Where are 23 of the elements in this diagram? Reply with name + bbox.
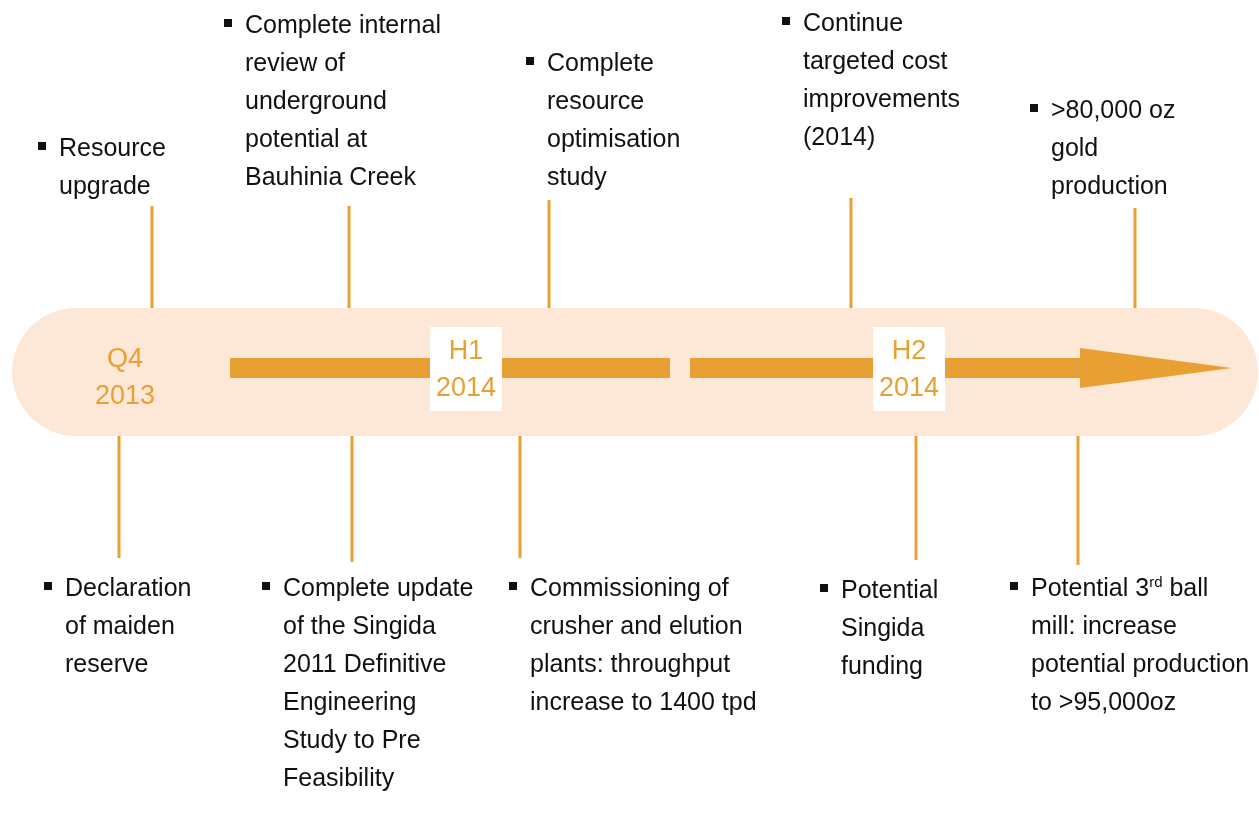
bullet-text: Commissioning of crusher and elution plants: throughput increase to 1400 tpd xyxy=(509,568,759,720)
bullet-text: Potential Singida funding xyxy=(820,570,990,684)
leader-line xyxy=(1076,436,1080,565)
period-label: H2 2014 xyxy=(873,327,945,411)
bullet-text: Potential 3$^{rd}$ ball mill: increase potential production to >95,000oz xyxy=(1010,568,1259,720)
leader-line xyxy=(117,436,121,558)
period-label: Q4 2013 xyxy=(82,335,168,419)
bullet-text: >80,000 oz gold production xyxy=(1030,90,1215,204)
leader-line xyxy=(347,206,351,308)
bullet-text: Complete update of the Singida 2011 Definitive Engineering Study to Pre Feasibility xyxy=(262,568,487,796)
bullet-text: Continue targeted cost improvements (2014) xyxy=(782,3,997,155)
leader-line xyxy=(350,436,354,562)
bullet-text: Complete resource optimisation study xyxy=(526,43,731,195)
bullet-text: Declaration of maiden reserve xyxy=(44,568,219,682)
leader-line xyxy=(1133,208,1137,308)
period-label: H1 2014 xyxy=(430,327,502,411)
bullet-text: Complete internal review of underground potential at Bauhinia Creek xyxy=(224,5,464,195)
leader-line xyxy=(849,198,853,308)
leader-line xyxy=(914,436,918,560)
bullet-text: Resource upgrade xyxy=(38,128,208,204)
leader-line xyxy=(547,200,551,308)
leader-line xyxy=(518,436,522,558)
leader-line xyxy=(150,206,154,308)
